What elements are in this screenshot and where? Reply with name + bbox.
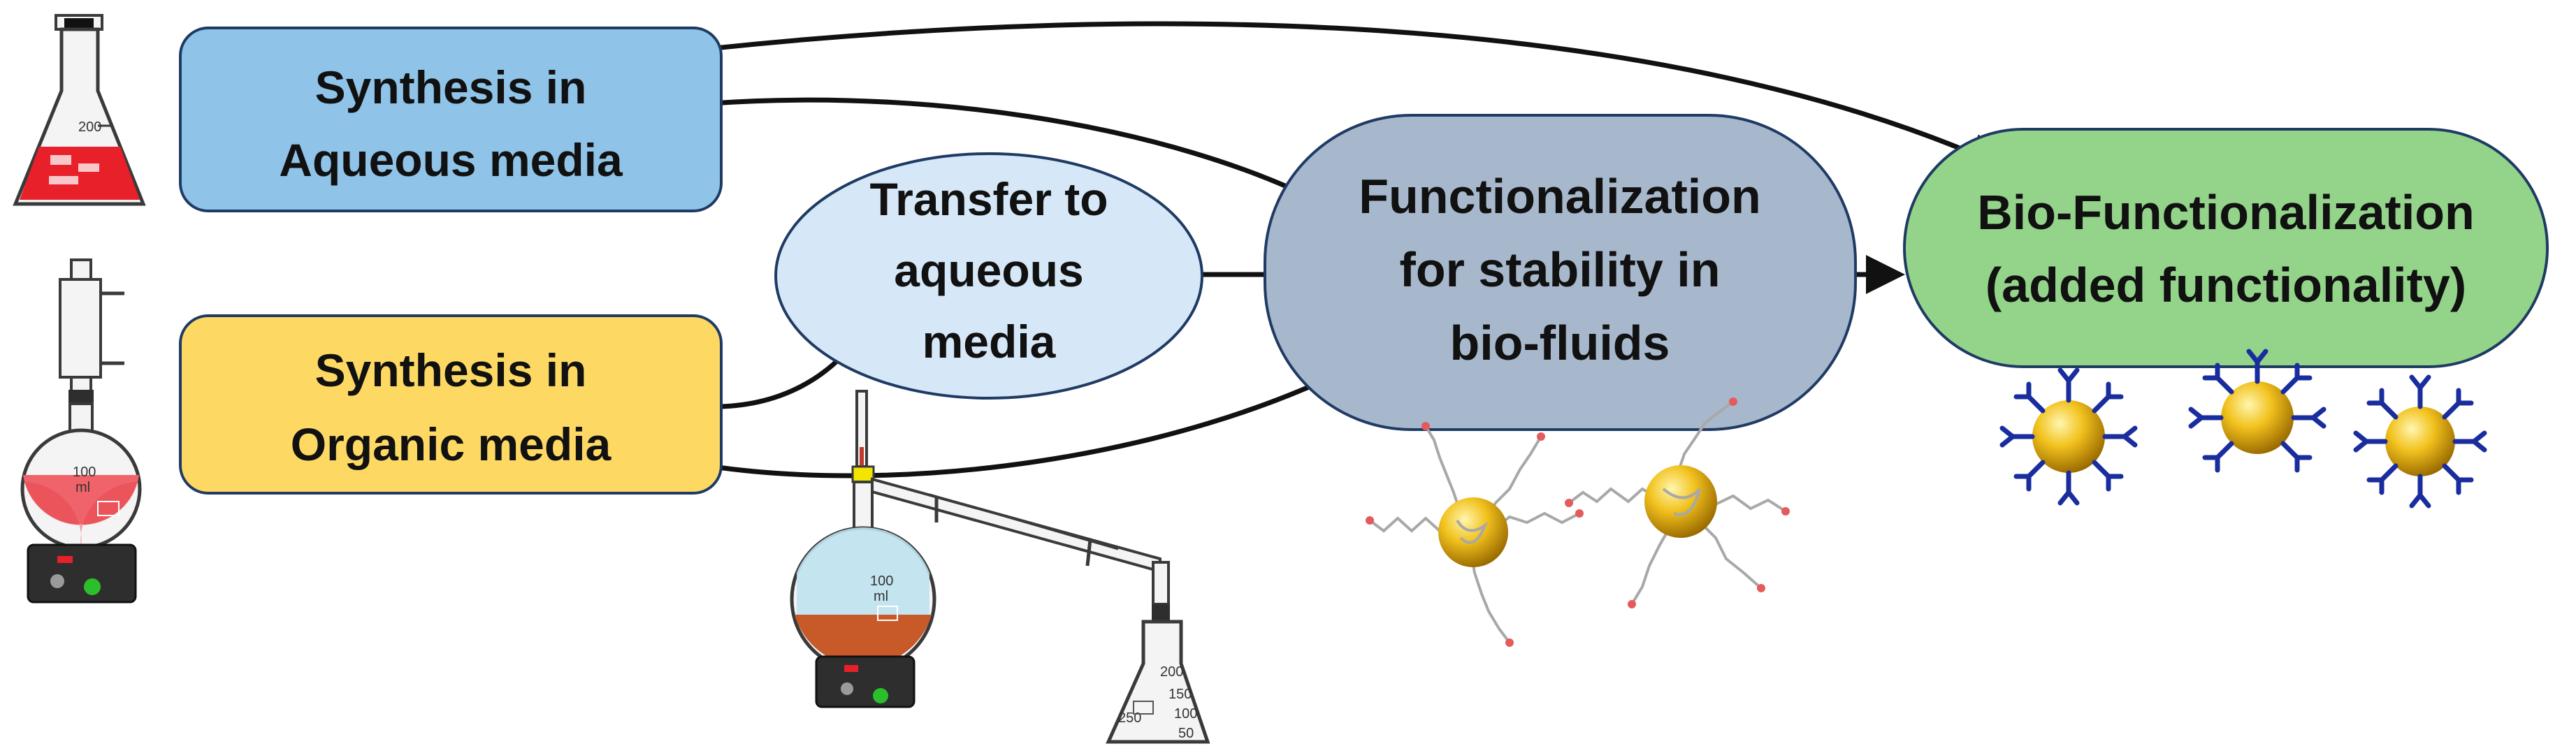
arrow-organic-to-functionalization: [696, 355, 1375, 478]
node-functionalization-line2: for stability in: [1400, 242, 1721, 297]
erlenmeyer-flask-icon: 200: [13, 14, 146, 206]
node-functionalization: Functionalization for stability in bio-f…: [1264, 114, 1857, 431]
svg-text:100: 100: [73, 465, 96, 480]
node-transfer-line3: media: [922, 316, 1057, 367]
gold-nanoparticle-1: [1438, 497, 1508, 567]
svg-text:150: 150: [1168, 687, 1192, 702]
svg-text:50: 50: [1178, 726, 1194, 741]
node-bio-functionalization-line2: (added functionality): [1985, 258, 2466, 312]
node-bio-functionalization-line1: Bio-Functionalization: [1977, 185, 2475, 240]
ligand-nanoparticle-2: [1565, 397, 1790, 608]
arrow-aqueous-to-functionalization: [654, 97, 1337, 211]
ligand-nanoparticle-1: [1366, 422, 1584, 647]
node-aqueous-synthesis-box: [179, 27, 723, 212]
arrow-aqueous-to-bio-functionalization: [654, 21, 2006, 170]
svg-text:100: 100: [1174, 706, 1197, 722]
node-organic-synthesis-box: [179, 314, 723, 495]
node-functionalization-shape: [1264, 114, 1857, 431]
erlenmeyer-liquid: [20, 147, 140, 200]
antibody-nanoparticle-1: [1999, 367, 2138, 506]
gold-nanoparticle-4: [2221, 381, 2294, 454]
node-bio-functionalization: Bio-Functionalization (added functionali…: [1903, 128, 2549, 368]
node-bio-functionalization-shape: [1903, 128, 2549, 368]
node-functionalization-line3: bio-fluids: [1450, 316, 1670, 370]
node-aqueous-synthesis-line2: Aqueous media: [279, 134, 623, 186]
gold-nanoparticle-3: [2032, 400, 2105, 473]
node-transfer: Transfer to aqueous media: [774, 152, 1203, 400]
svg-text:ml: ml: [874, 589, 888, 604]
node-transfer-line2: aqueous: [894, 244, 1083, 296]
node-organic-synthesis-line1: Synthesis in: [315, 344, 587, 396]
distillation-flask-liquid: [795, 615, 932, 666]
node-transfer-line1: Transfer to: [869, 173, 1108, 225]
distillation-flask-upper-liquid: [797, 527, 929, 615]
node-aqueous-synthesis-line1: Synthesis in: [315, 61, 587, 113]
node-functionalization-line1: Functionalization: [1359, 169, 1761, 224]
svg-text:200: 200: [78, 119, 101, 135]
node-organic-synthesis-line2: Organic media: [291, 418, 612, 470]
node-organic-synthesis: Synthesis in Organic media: [179, 314, 723, 495]
svg-text:200: 200: [1160, 664, 1183, 680]
svg-text:ml: ml: [75, 480, 90, 495]
svg-text:100: 100: [870, 573, 893, 589]
antibody-nanoparticle-2: [2188, 349, 2327, 473]
reflux-setup-icon: 100 ml: [20, 258, 142, 604]
node-transfer-shape: [774, 152, 1203, 400]
svg-text:250: 250: [1118, 710, 1141, 726]
node-aqueous-synthesis: Synthesis in Aqueous media: [179, 27, 723, 212]
gold-nanoparticle-5: [2385, 407, 2455, 476]
distillation-setup-icon: 100 ml 200 150 100 250 50: [790, 390, 1210, 744]
antibody-nanoparticle-3: [2353, 374, 2487, 509]
gold-nanoparticle-2: [1644, 465, 1717, 538]
